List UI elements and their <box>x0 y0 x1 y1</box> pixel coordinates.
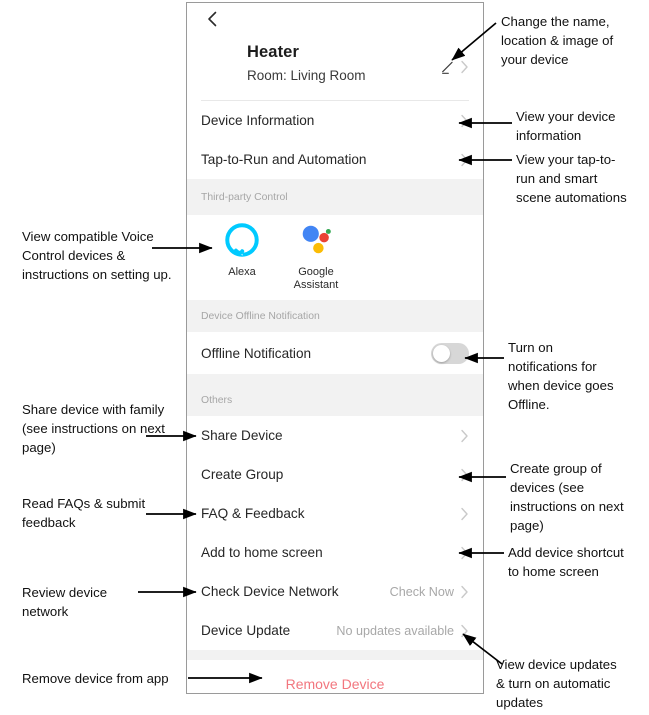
chevron-right-icon <box>460 546 469 560</box>
section-header-device-offline-notification: Device Offline Notification <box>187 300 483 332</box>
pencil-icon <box>440 58 458 76</box>
row-label: Device Information <box>201 113 315 128</box>
third-party-item-alexa[interactable]: Alexa <box>205 221 279 300</box>
anno-faq: Read FAQs & submit feedback <box>22 496 146 530</box>
toggle-knob <box>433 344 450 362</box>
divider <box>201 100 469 101</box>
row-label: Share Device <box>201 428 283 443</box>
chevron-right-icon <box>460 468 469 482</box>
row-label: Tap-to-Run and Automation <box>201 152 367 167</box>
chevron-right-icon <box>460 114 469 128</box>
row-faq-and-feedback[interactable]: FAQ & Feedback <box>187 494 483 533</box>
section-label: Third-party Control <box>201 191 288 203</box>
section-label: Device Offline Notification <box>201 310 320 322</box>
page-title: Heater <box>247 43 299 61</box>
row-share-device[interactable]: Share Device <box>187 416 483 455</box>
anno-device-update: View device updates & turn on automatic … <box>496 657 617 710</box>
anno-offline: Turn on notifications for when device go… <box>508 340 614 412</box>
row-tap-to-run-and-automation[interactable]: Tap-to-Run and Automation <box>187 140 483 179</box>
section-header-third-party-control: Third-party Control <box>187 179 483 215</box>
third-party-item-google-assistant[interactable]: Google Assistant <box>279 221 353 300</box>
anno-device-info: View your device information <box>516 109 616 143</box>
anno-create-group: Create group of devices (see instruction… <box>510 461 624 533</box>
row-label: Add to home screen <box>201 545 323 560</box>
third-party-label: Google Assistant <box>293 266 339 291</box>
row-device-update[interactable]: Device Update No updates available <box>187 611 483 650</box>
third-party-label: Alexa <box>228 266 256 278</box>
section-gap <box>187 650 483 660</box>
device-header-card: Heater Room: Living Room <box>187 3 483 100</box>
row-label: Create Group <box>201 467 284 482</box>
row-offline-notification[interactable]: Offline Notification <box>187 332 483 374</box>
row-label: FAQ & Feedback <box>201 506 305 521</box>
chevron-right-icon <box>460 153 469 167</box>
chevron-left-icon[interactable] <box>203 9 223 29</box>
device-room-label: Room: Living Room <box>247 68 366 83</box>
chevron-right-icon <box>460 507 469 521</box>
anno-share: Share device with family (see instructio… <box>22 402 165 455</box>
anno-network: Review device network <box>22 585 108 619</box>
edit-device-button[interactable] <box>440 58 469 76</box>
remove-device-button[interactable]: Remove Device <box>187 660 483 693</box>
row-label: Check Device Network <box>201 584 339 599</box>
remove-device-label: Remove Device <box>285 676 385 692</box>
row-device-information[interactable]: Device Information <box>187 101 483 140</box>
third-party-control-list: Alexa Google Assistant <box>187 215 483 300</box>
row-value: Check Now <box>389 584 454 599</box>
alexa-icon <box>223 221 261 259</box>
row-create-group[interactable]: Create Group <box>187 455 483 494</box>
section-gap <box>187 374 483 384</box>
chevron-right-icon <box>460 624 469 638</box>
section-header-others: Others <box>187 384 483 416</box>
anno-voice: View compatible Voice Control devices & … <box>22 229 172 282</box>
chevron-right-icon <box>460 585 469 599</box>
chevron-right-icon <box>460 60 469 74</box>
google-assistant-icon <box>297 221 335 259</box>
offline-notification-toggle[interactable] <box>431 342 469 364</box>
chevron-right-icon <box>460 429 469 443</box>
row-label: Device Update <box>201 623 291 638</box>
anno-edit: Change the name, location & image of you… <box>501 14 614 67</box>
row-check-device-network[interactable]: Check Device Network Check Now <box>187 572 483 611</box>
anno-add-home: Add device shortcut to home screen <box>508 545 624 579</box>
anno-remove: Remove device from app <box>22 671 169 686</box>
row-add-to-home-screen[interactable]: Add to home screen <box>187 533 483 572</box>
device-settings-panel: Heater Room: Living Room Device Informat… <box>186 2 484 694</box>
anno-tap-to-run: View your tap-to- run and smart scene au… <box>516 152 627 205</box>
row-label: Offline Notification <box>201 345 312 361</box>
section-label: Others <box>201 394 233 406</box>
row-value: No updates available <box>336 623 454 638</box>
device-title-block: Heater Room: Living Room <box>247 43 366 83</box>
